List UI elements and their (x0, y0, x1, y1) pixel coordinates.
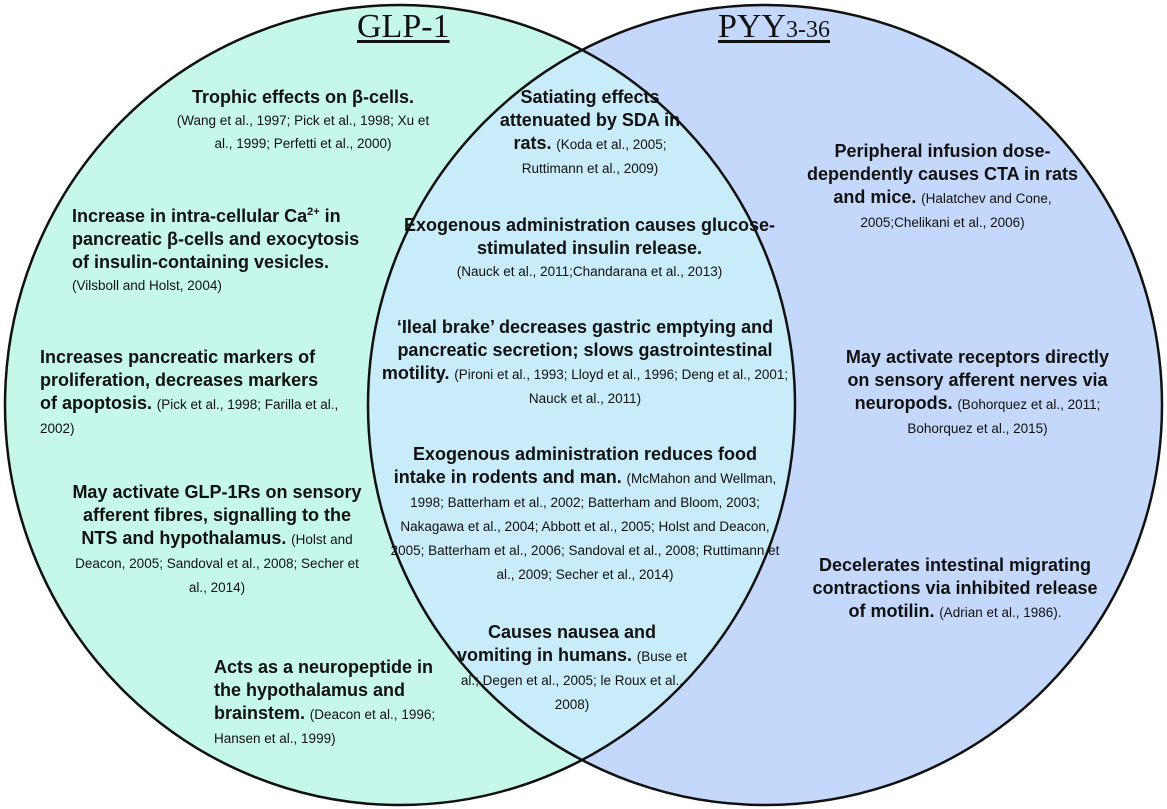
block-refs: (Koda et al., 2005; Ruttimann et al., 20… (521, 137, 667, 176)
superscript: 2+ (307, 206, 320, 218)
shared-block-satiating: Satiating effects attenuated by SDA in r… (490, 86, 690, 180)
block-refs: (McMahon and Wellman, 1998; Batterham et… (390, 471, 780, 582)
block-heading: Trophic effects on β-cells. (191, 87, 415, 107)
glp1-circle-outline (3, 3, 797, 807)
block-heading: Peripheral infusion dose-dependently cau… (806, 141, 1079, 207)
block-refs: (Pironi et al., 1993; Lloyd et al., 1996… (454, 367, 789, 406)
pyy-block-cta: Peripheral infusion dose-dependently cau… (800, 140, 1085, 234)
glp1-block-neuropeptide: Acts as a neuropeptide in the hypothalam… (214, 656, 444, 750)
overlap-region (368, 5, 795, 805)
shared-block-insulin: Exogenous administration causes glucose-… (392, 214, 787, 283)
block-heading: Increase in intra-cellular Ca2+ in pancr… (72, 206, 360, 272)
block-heading: Satiating effects attenuated by SDA in r… (499, 87, 681, 153)
pyy-title: PYY3-36 (718, 8, 830, 46)
glp1-block-proliferation: Increases pancreatic markers of prolifer… (40, 346, 340, 440)
shared-block-ileal-brake: ‘Ileal brake’ decreases gastric emptying… (380, 316, 790, 410)
block-refs: (Buse et al.; Degen et al., 2005; le Rou… (460, 649, 688, 712)
block-refs: (Nauck et al., 2011;Chandarana et al., 2… (456, 264, 723, 279)
block-heading: Exogenous administration reduces food in… (393, 444, 758, 487)
block-heading: May activate GLP-1Rs on sensory afferent… (72, 482, 362, 548)
glp1-block-afferent: May activate GLP-1Rs on sensory afferent… (72, 481, 362, 599)
block-heading: Decelerates intestinal migrating contrac… (812, 555, 1098, 621)
pyy-block-motilin: Decelerates intestinal migrating contrac… (805, 554, 1105, 624)
block-refs: (Adrian et al., 1986). (939, 605, 1062, 620)
block-refs: (Wang et al., 1997; Pick et al., 1998; X… (176, 113, 430, 151)
pyy-title-subscript: 3-36 (786, 17, 831, 43)
block-heading: ‘Ileal brake’ decreases gastric emptying… (381, 317, 774, 383)
pyy-title-main: PYY (718, 8, 787, 45)
block-refs: (Holst and Deacon, 2005; Sandoval et al.… (75, 532, 359, 595)
block-heading: Exogenous administration causes glucose-… (403, 215, 776, 258)
block-heading: Acts as a neuropeptide in the hypothalam… (214, 657, 434, 723)
block-heading: Increases pancreatic markers of prolifer… (40, 347, 319, 413)
block-heading: May activate receptors directly on senso… (845, 347, 1110, 413)
block-refs: (Halatchev and Cone, 2005;Chelikani et a… (860, 191, 1052, 230)
pyy-block-neuropods: May activate receptors directly on senso… (835, 346, 1120, 440)
glp1-block-trophic: Trophic effects on β-cells. (Wang et al.… (168, 86, 438, 155)
block-refs: (Deacon et al., 1996; Hansen et al., 199… (214, 707, 436, 746)
block-refs: (Vilsboll and Holst, 2004) (72, 278, 222, 293)
pyy-circle-outline (366, 3, 1164, 807)
shared-block-nausea: Causes nausea and vomiting in humans. (B… (452, 621, 692, 716)
block-heading: Causes nausea and vomiting in humans. (456, 622, 657, 665)
block-refs: (Bohorquez et al., 2011; Bohorquez et al… (907, 397, 1101, 436)
shared-block-food-intake: Exogenous administration reduces food in… (385, 443, 785, 586)
glp1-title: GLP-1 (357, 8, 450, 45)
glp1-block-calcium: Increase in intra-cellular Ca2+ in pancr… (72, 205, 372, 297)
block-refs: (Pick et al., 1998; Farilla et al., 2002… (40, 397, 339, 436)
